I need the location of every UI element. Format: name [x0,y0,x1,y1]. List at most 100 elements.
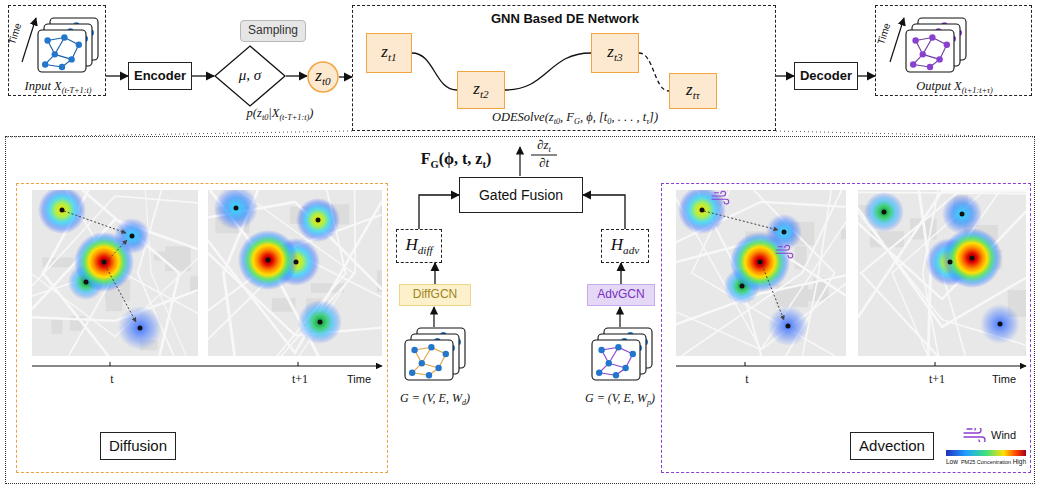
node-text: z [473,79,480,98]
graph-vertex [927,64,933,70]
graph-vertex [426,372,432,378]
graph-vertex [613,372,619,378]
node-text: Input X [24,79,61,93]
detail-panel: FG(ϕ, t, zt)Gated Fusiontt+1TimeDiffusio… [5,136,1035,484]
node-text: diff [418,244,433,256]
map-ground [858,190,1026,356]
hidden-state-box: Hadv [601,229,649,263]
graph-vertex [61,34,67,40]
graph-stack [592,328,652,380]
graph-formula: G = (V, E, Wp) [565,392,675,407]
label-text: p(z [247,106,262,120]
encoder-box: Encoder [128,62,192,90]
graph-frame [592,340,640,380]
node-text: G [430,159,438,170]
node-text: DiffGCN [413,287,457,301]
concentration-blob [298,300,342,344]
map-block [1025,350,1026,356]
graph-vertex [912,37,918,43]
concentration-blob [678,190,726,234]
station-dot [266,258,271,263]
gcn-box: AdvGCN [587,284,655,306]
text-line: Gated Fusion [479,187,563,203]
graph-vertex [59,64,65,70]
connector [776,75,794,76]
node-text: Time [6,22,23,46]
station-dot [138,326,143,331]
connector [434,263,435,284]
label-text: d [462,398,466,407]
node-text: Output X [916,79,961,93]
graph-frame [906,30,954,72]
sampling-box: Sampling [240,20,306,42]
connector [412,53,457,90]
text-line: ztτ [686,80,700,102]
label-text: ∂z [537,137,548,152]
graph-vertex [411,347,417,353]
node-text: t0 [322,75,331,87]
decoder-box: Decoder [794,62,858,90]
label-text: t [549,144,551,154]
label-text: , F [560,110,574,124]
node-text: (ϕ, t, z [439,150,483,167]
text-line: t [102,373,122,387]
connector [192,75,214,76]
text-line: t+1 [285,373,315,387]
concentration-blob [942,228,1002,288]
text-line: DiffGCN [413,288,457,302]
node-text: (t-T+1:t) [62,86,92,95]
graph-vertex [598,347,604,353]
heat-map [208,186,412,356]
node-text: (t+1:t+τ) [962,86,993,95]
scale-label: High [1004,458,1026,465]
concentration-blob [768,306,808,346]
flow-arrow [105,265,136,322]
text-line: Hadv [611,235,639,257]
node-text: Encoder [134,68,186,83]
label-text: G = (V, E, W [585,391,647,405]
station-dot [318,320,323,325]
station-dot [786,324,791,329]
time-axis [676,362,1026,366]
derivative-numerator: ∂zt [526,138,562,155]
node-text: z [607,42,614,61]
graph-vertex [76,42,82,48]
node-text: μ, σ [239,67,261,83]
graph-vertex [615,344,621,350]
hidden-state-box: Hdiff [396,229,442,263]
text-line: zt3 [607,42,622,64]
graph-vertex [910,61,916,67]
node-text: Sampling [248,23,298,37]
graph-vertex [596,370,602,376]
text-line: Time [339,373,379,386]
connector [106,75,128,76]
label-text: Low [946,458,958,465]
latent-state-box: zt2 [457,71,505,109]
connector [620,263,621,284]
wind-icon [776,245,793,258]
node-text: tτ [693,89,700,101]
graph-vertex [435,365,441,371]
station-dot [758,260,763,265]
station-dot [782,230,787,235]
connector [639,53,669,91]
node-text: t+1 [929,372,945,386]
map-block [841,229,846,239]
legend-item: Wind [962,428,1016,442]
node-text: Time [875,22,892,46]
node-text: t1 [388,51,397,63]
station-dot [882,210,887,215]
station-dot [960,212,965,217]
scale-title: PM25 Concentration [958,459,1014,465]
node-text: Diffusion [109,437,167,454]
node-text: t [482,159,486,170]
text-line: Output X(t+1:t+τ) [876,79,1033,95]
label-text: ∂t [539,155,549,170]
node-text: z [686,80,693,99]
graph-vertex [42,61,48,67]
label-text: PM25 Concentration [961,459,1011,465]
label-text: G = (V, E, W [400,391,462,405]
graph-vertex [68,56,74,62]
process-label-box: Advection [850,432,934,460]
flow-arrow [762,265,784,320]
